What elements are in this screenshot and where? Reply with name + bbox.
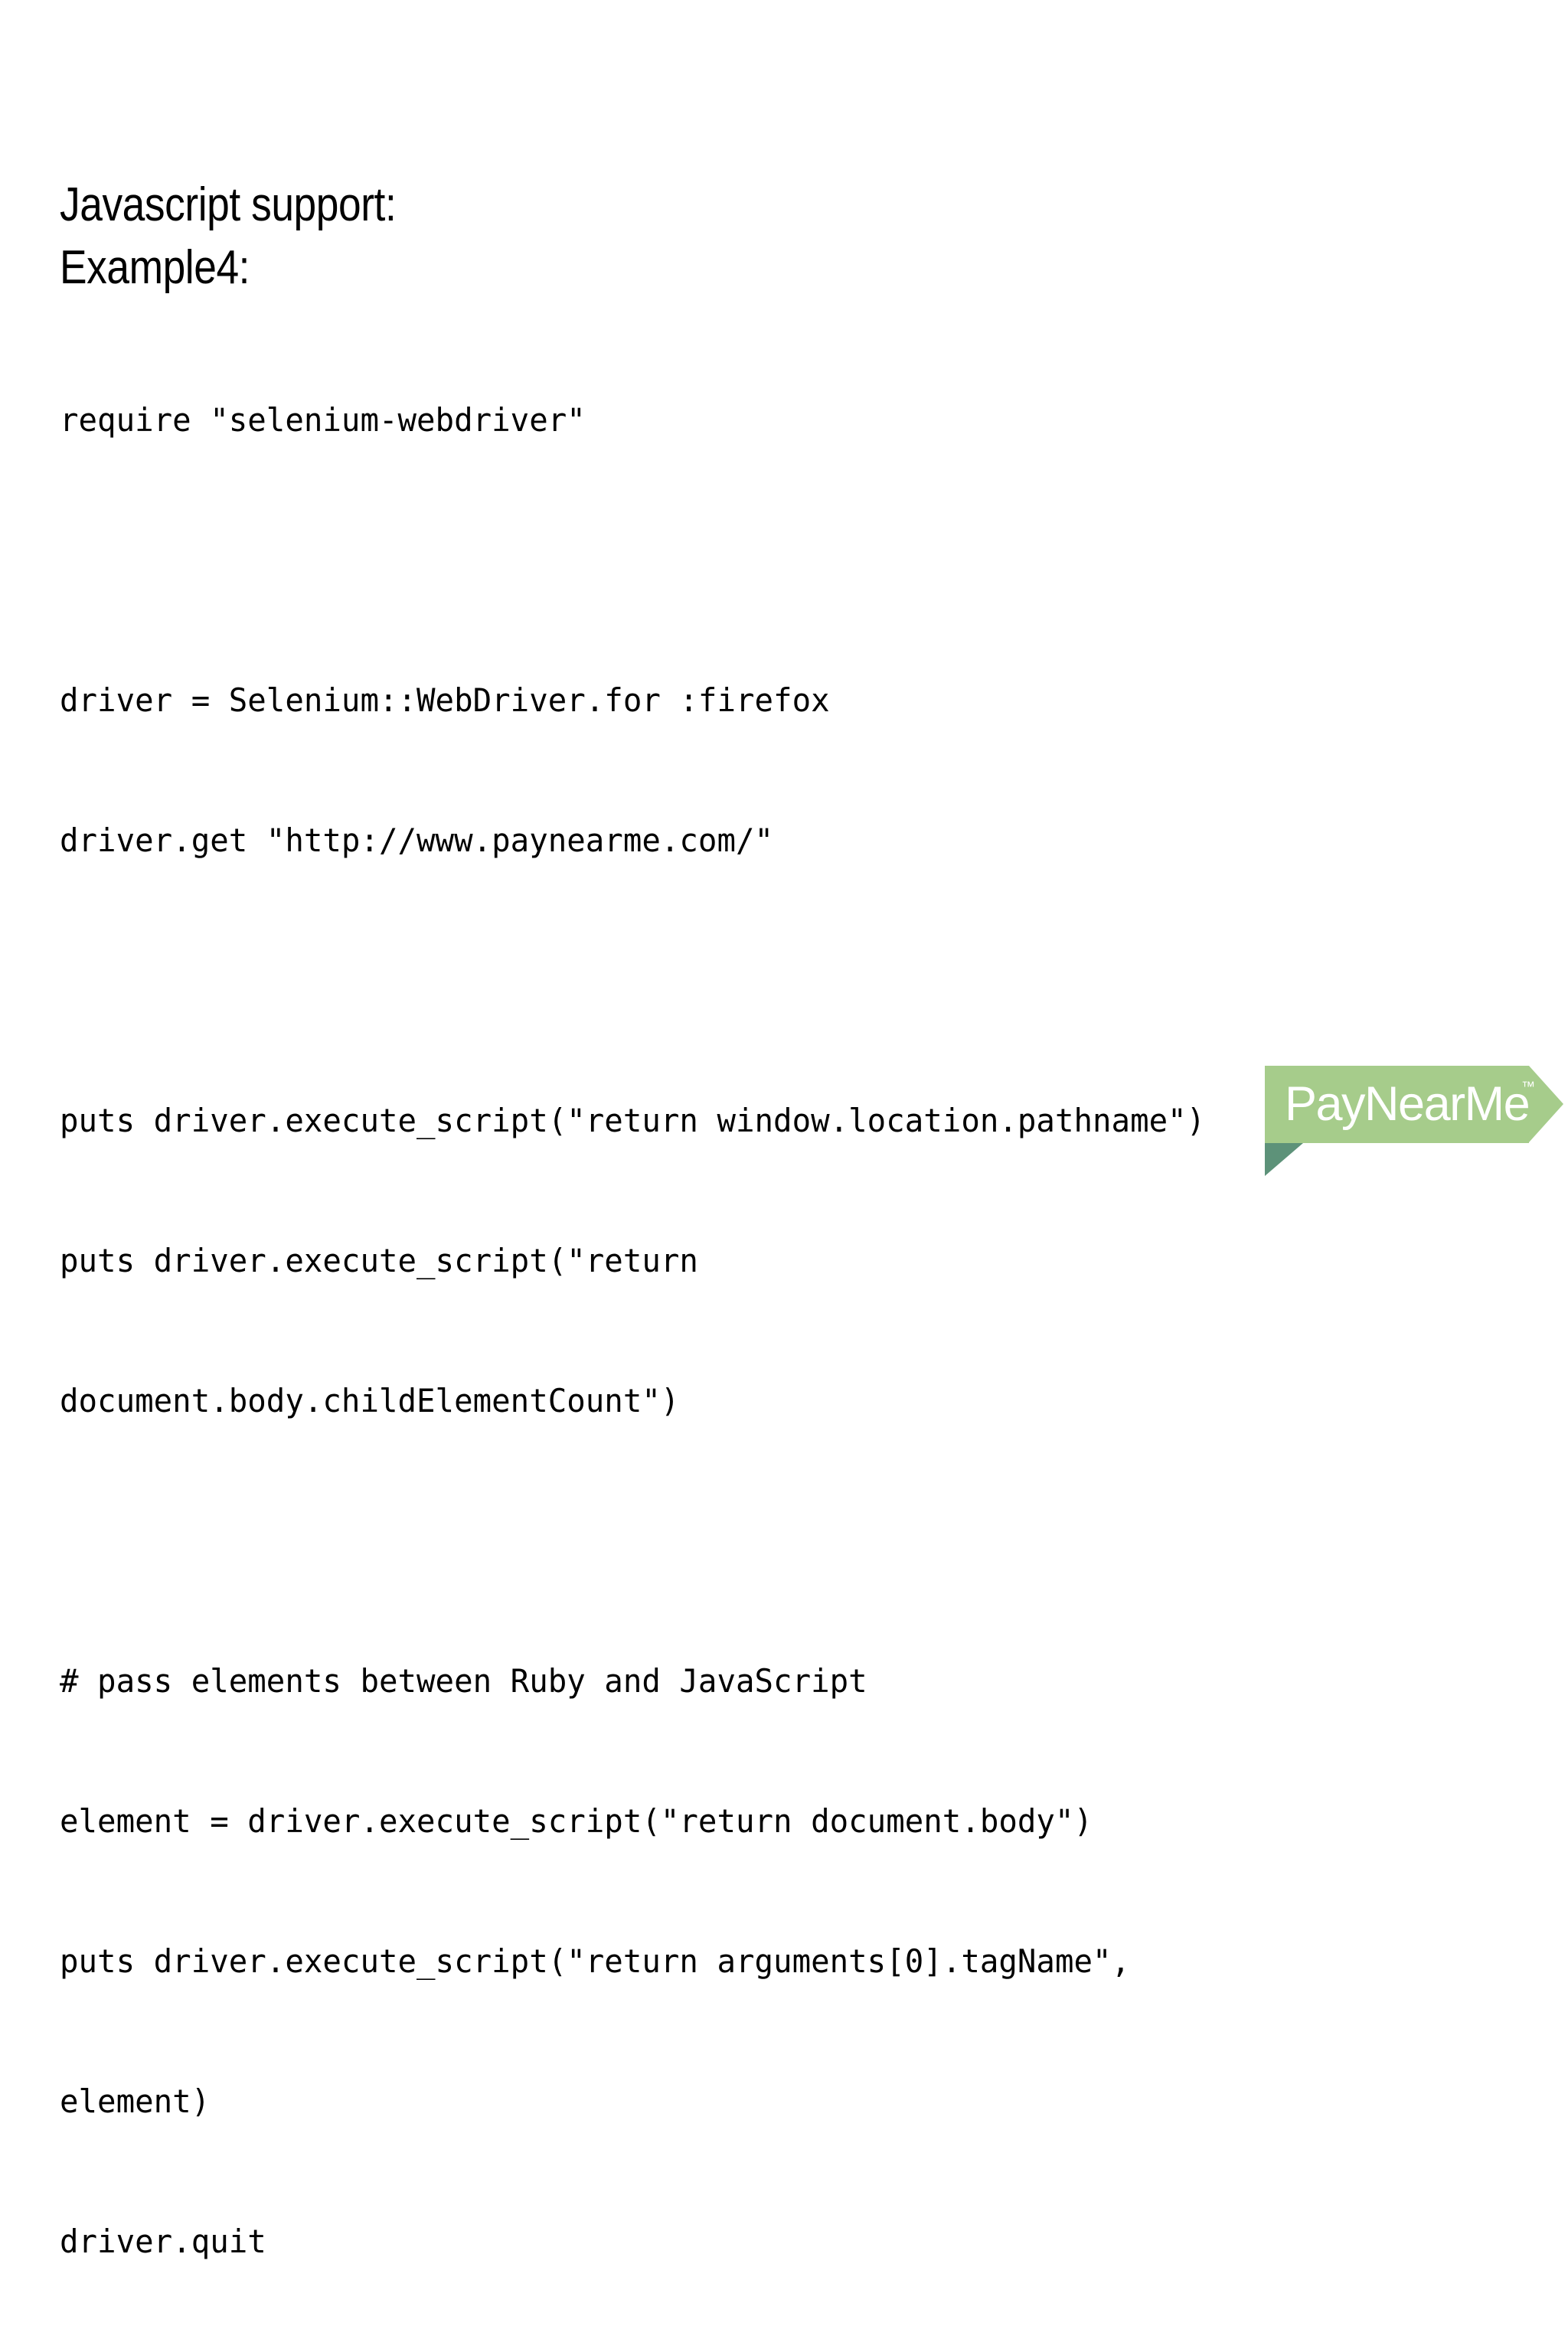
code-line [60, 1517, 1493, 1564]
logo-banner-arrow-point [1529, 1066, 1563, 1142]
code-line: driver = Selenium::WebDriver.for :firefo… [60, 681, 830, 719]
logo-fold-triangle [1265, 1143, 1303, 1176]
code-line: driver.quit [60, 2223, 266, 2260]
code-line: require "selenium-webdriver" [60, 401, 586, 439]
code-line: element) [60, 2082, 211, 2120]
slide-content: Javascript support: Example4: require "s… [60, 175, 1537, 2352]
code-line: document.body.childElementCount") [60, 1382, 680, 1419]
code-line: puts driver.execute_script("return argum… [60, 1942, 1131, 1980]
code-line [60, 957, 1493, 1004]
code-line: puts driver.execute_script("return [60, 1242, 698, 1279]
code-block: require "selenium-webdriver" driver = Se… [60, 303, 1493, 2352]
paynearme-logo: PayNearMe ™ [1265, 1066, 1563, 1176]
example-subtitle: Example4: [60, 241, 250, 294]
code-line [60, 537, 1493, 583]
code-line: driver.get "http://www.paynearme.com/" [60, 822, 774, 859]
code-line: puts driver.execute_script("return windo… [60, 1102, 1206, 1139]
logo-banner-body [1265, 1066, 1529, 1143]
code-line: element = driver.execute_script("return … [60, 1802, 1093, 1840]
logo-banner-shape [1265, 1066, 1563, 1143]
slide-canvas: Javascript support: Example4: require "s… [60, 178, 1563, 2260]
page-title: Javascript support: [60, 178, 397, 231]
logo-trademark-symbol: ™ [1521, 1079, 1535, 1094]
code-line: # pass elements between Ruby and JavaScr… [60, 1662, 867, 1700]
logo-wordmark: PayNearMe [1285, 1077, 1530, 1131]
